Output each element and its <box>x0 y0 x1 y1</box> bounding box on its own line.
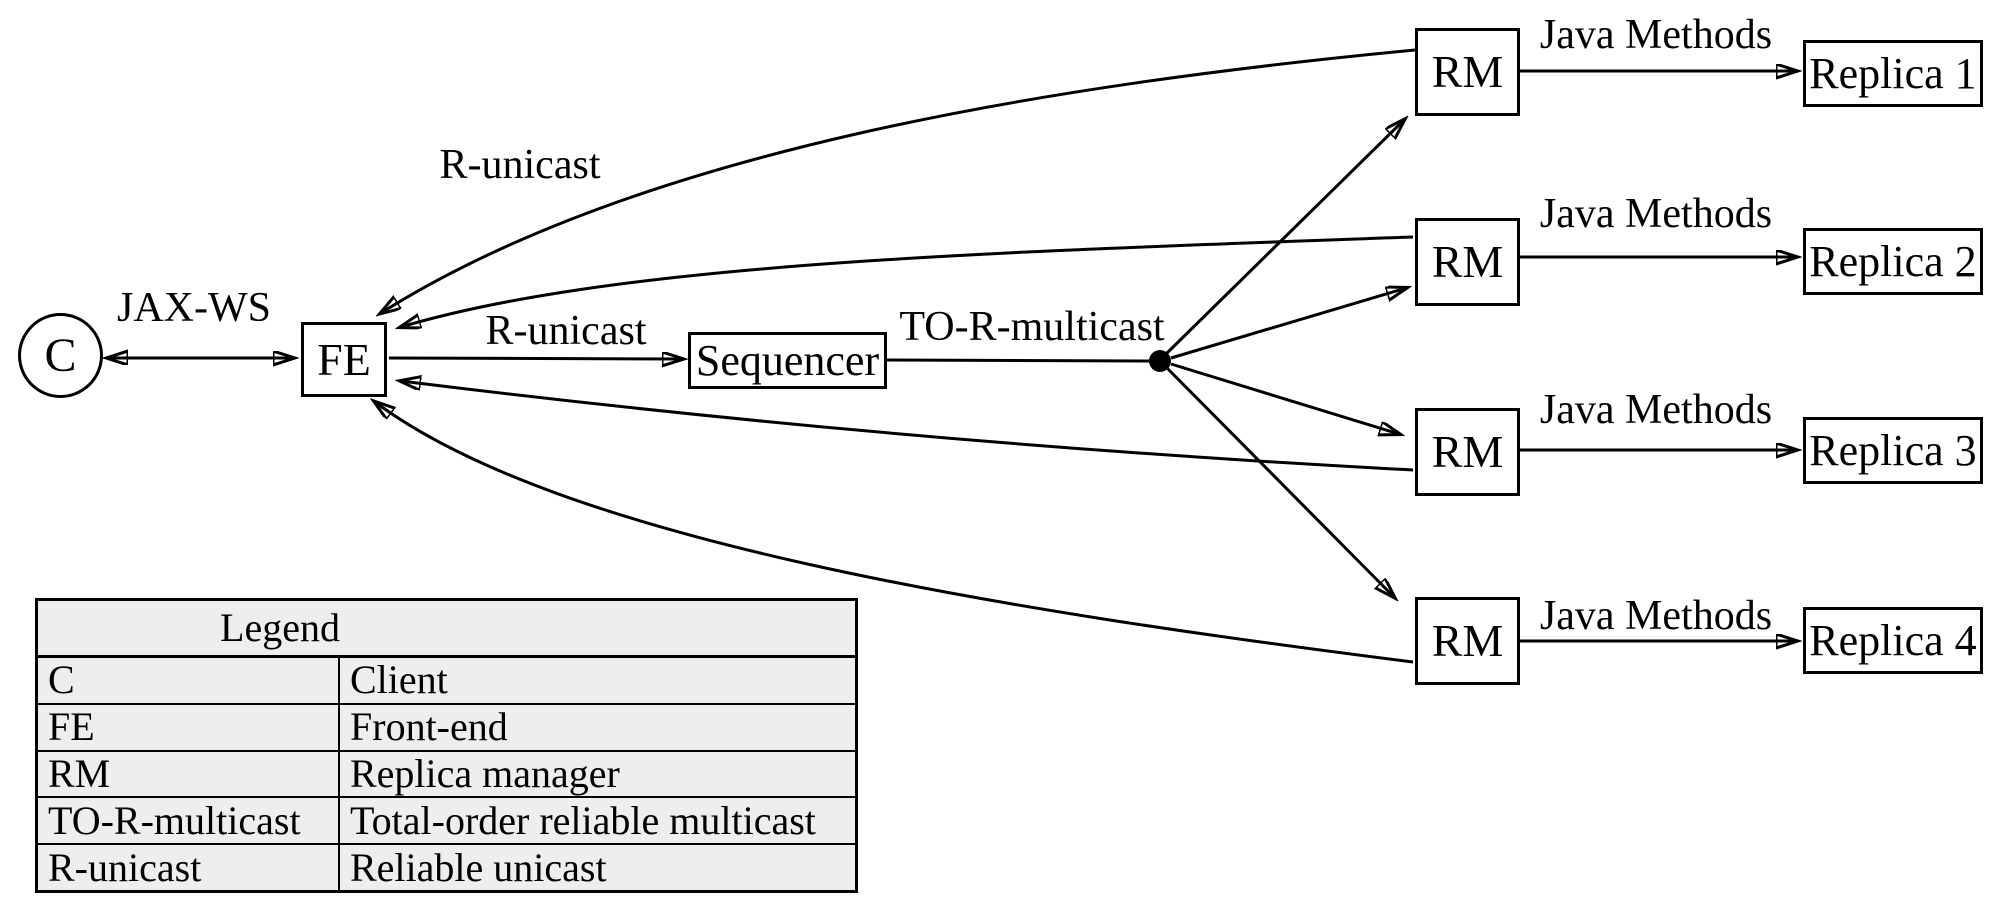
legend-header: Legend <box>38 601 855 658</box>
node-replica-3-label: Replica 3 <box>1809 425 1977 475</box>
legend-abbr: FE <box>38 704 340 750</box>
node-client-label: C <box>44 328 77 382</box>
edge-label-r-unicast-upper: R-unicast <box>439 142 601 188</box>
legend-table: Legend C Client FE Front-end RM Replica … <box>35 598 858 893</box>
edge-label-jax-ws: JAX-WS <box>117 285 271 331</box>
edge-label-java-methods-3: Java Methods <box>1539 387 1773 433</box>
node-rm-4: RM <box>1415 597 1520 685</box>
node-replica-4-label: Replica 4 <box>1809 615 1977 665</box>
legend-title: Legend <box>220 605 340 650</box>
legend-row-client: C Client <box>38 658 855 705</box>
node-replica-3: Replica 3 <box>1803 417 1983 484</box>
edge-label-to-r-multicast: TO-R-multicast <box>899 304 1165 350</box>
edge-junction-rm3 <box>1170 362 1399 434</box>
node-rm-1: RM <box>1415 28 1520 116</box>
node-replica-1: Replica 1 <box>1803 40 1983 107</box>
node-replica-4: Replica 4 <box>1803 607 1983 674</box>
edge-label-r-unicast-mid: R-unicast <box>485 308 647 354</box>
node-rm-2: RM <box>1415 218 1520 306</box>
node-replica-1-label: Replica 1 <box>1809 48 1977 98</box>
node-replica-2: Replica 2 <box>1803 228 1983 295</box>
legend-meaning: Front-end <box>350 704 508 750</box>
node-sequencer: Sequencer <box>688 332 887 389</box>
node-client: C <box>18 313 103 398</box>
legend-abbr: RM <box>38 751 340 797</box>
legend-meaning: Reliable unicast <box>350 844 607 890</box>
node-sequencer-label: Sequencer <box>695 335 880 385</box>
edge-rm2-fe-curve <box>401 235 1414 327</box>
node-rm-4-label: RM <box>1431 615 1504 666</box>
legend-abbr: TO-R-multicast <box>38 798 340 844</box>
node-front-end-label: FE <box>317 333 371 385</box>
edge-junction-rm4 <box>1164 365 1394 597</box>
legend-meaning: Replica manager <box>350 750 620 796</box>
legend-abbr: R-unicast <box>38 845 340 890</box>
legend-abbr: C <box>38 658 340 703</box>
node-front-end: FE <box>301 322 387 397</box>
legend-row-replica-manager: RM Replica manager <box>38 750 855 799</box>
edge-rm4-fe-curve <box>375 402 1414 664</box>
legend-meaning: Total-order reliable multicast <box>350 797 816 843</box>
edge-label-java-methods-1: Java Methods <box>1539 12 1773 58</box>
edge-sequencer-junction <box>886 358 1161 363</box>
edge-rm1-fe-curve <box>381 48 1416 313</box>
multicast-junction-dot <box>1149 350 1171 372</box>
node-rm-3: RM <box>1415 408 1520 496</box>
edge-junction-rm1 <box>1164 120 1404 356</box>
node-replica-2-label: Replica 2 <box>1809 236 1977 286</box>
legend-meaning: Client <box>350 657 448 703</box>
edge-junction-rm2 <box>1170 288 1406 360</box>
node-rm-3-label: RM <box>1431 426 1504 477</box>
legend-row-front-end: FE Front-end <box>38 704 855 752</box>
edge-fe-sequencer <box>388 358 682 359</box>
legend-row-to-r-multicast: TO-R-multicast Total-order reliable mult… <box>38 797 855 846</box>
node-rm-2-label: RM <box>1431 236 1504 287</box>
edge-rm3-fe-curve <box>401 381 1414 472</box>
edge-label-java-methods-4: Java Methods <box>1539 593 1773 639</box>
legend-row-r-unicast: R-unicast Reliable unicast <box>38 845 855 890</box>
node-rm-1-label: RM <box>1431 46 1504 97</box>
edge-label-java-methods-2: Java Methods <box>1539 191 1773 237</box>
